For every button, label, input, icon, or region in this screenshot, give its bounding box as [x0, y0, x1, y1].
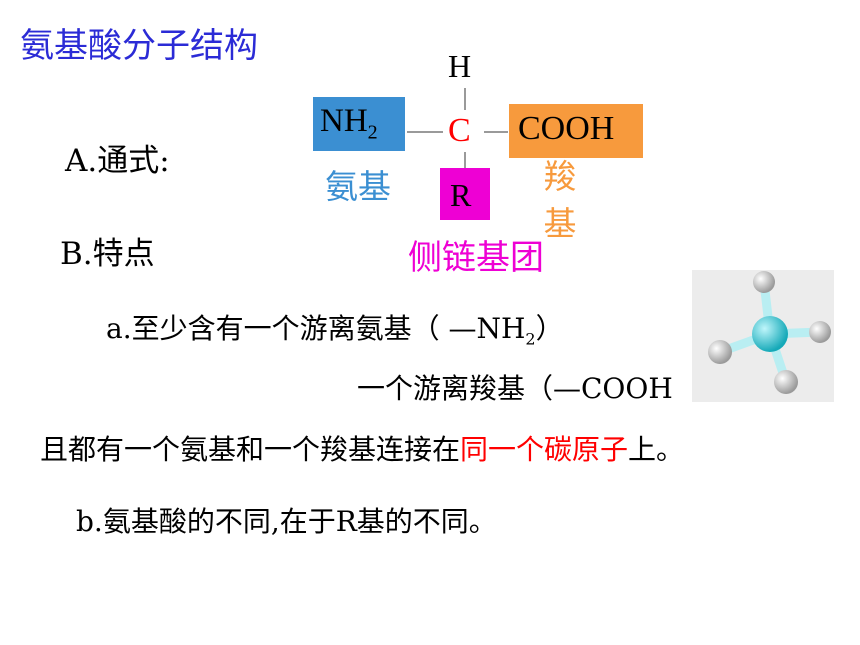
bond-h-c	[464, 88, 466, 110]
features-heading: B.特点	[60, 236, 155, 272]
carboxyl-group-formula: COOH	[518, 110, 615, 147]
summary-highlight: 同一个碳原子	[460, 433, 629, 466]
r-group-box	[440, 168, 490, 220]
bond-c-r	[464, 152, 466, 168]
amino-group-formula: NH2	[320, 103, 378, 144]
hydrogen-atom: H	[448, 48, 472, 84]
bond-n-c	[407, 131, 443, 133]
general-formula-heading: A.通式:	[65, 143, 170, 179]
r-group-label: R	[450, 177, 472, 213]
slide-title: 氨基酸分子结构	[20, 26, 258, 66]
carboxyl-label: 羧基	[543, 157, 577, 243]
summary-text: 且都有一个氨基和一个羧基连接在同一个碳原子上。	[40, 433, 685, 466]
point-a-text: a.至少含有一个游离氨基（ —NH2）	[106, 312, 564, 349]
tetrahedral-molecule-image	[692, 270, 834, 402]
amino-group-box	[313, 97, 405, 151]
amino-label: 氨基	[325, 167, 391, 206]
carboxyl-group-box	[509, 104, 643, 158]
point-b-text: b.氨基酸的不同,在于R基的不同。	[76, 505, 497, 538]
alpha-carbon: C	[448, 112, 471, 149]
point-a-continuation: 一个游离羧基（—COOH	[357, 372, 673, 405]
side-chain-label: 侧链基团	[408, 238, 544, 278]
bond-c-cooh	[484, 131, 508, 133]
